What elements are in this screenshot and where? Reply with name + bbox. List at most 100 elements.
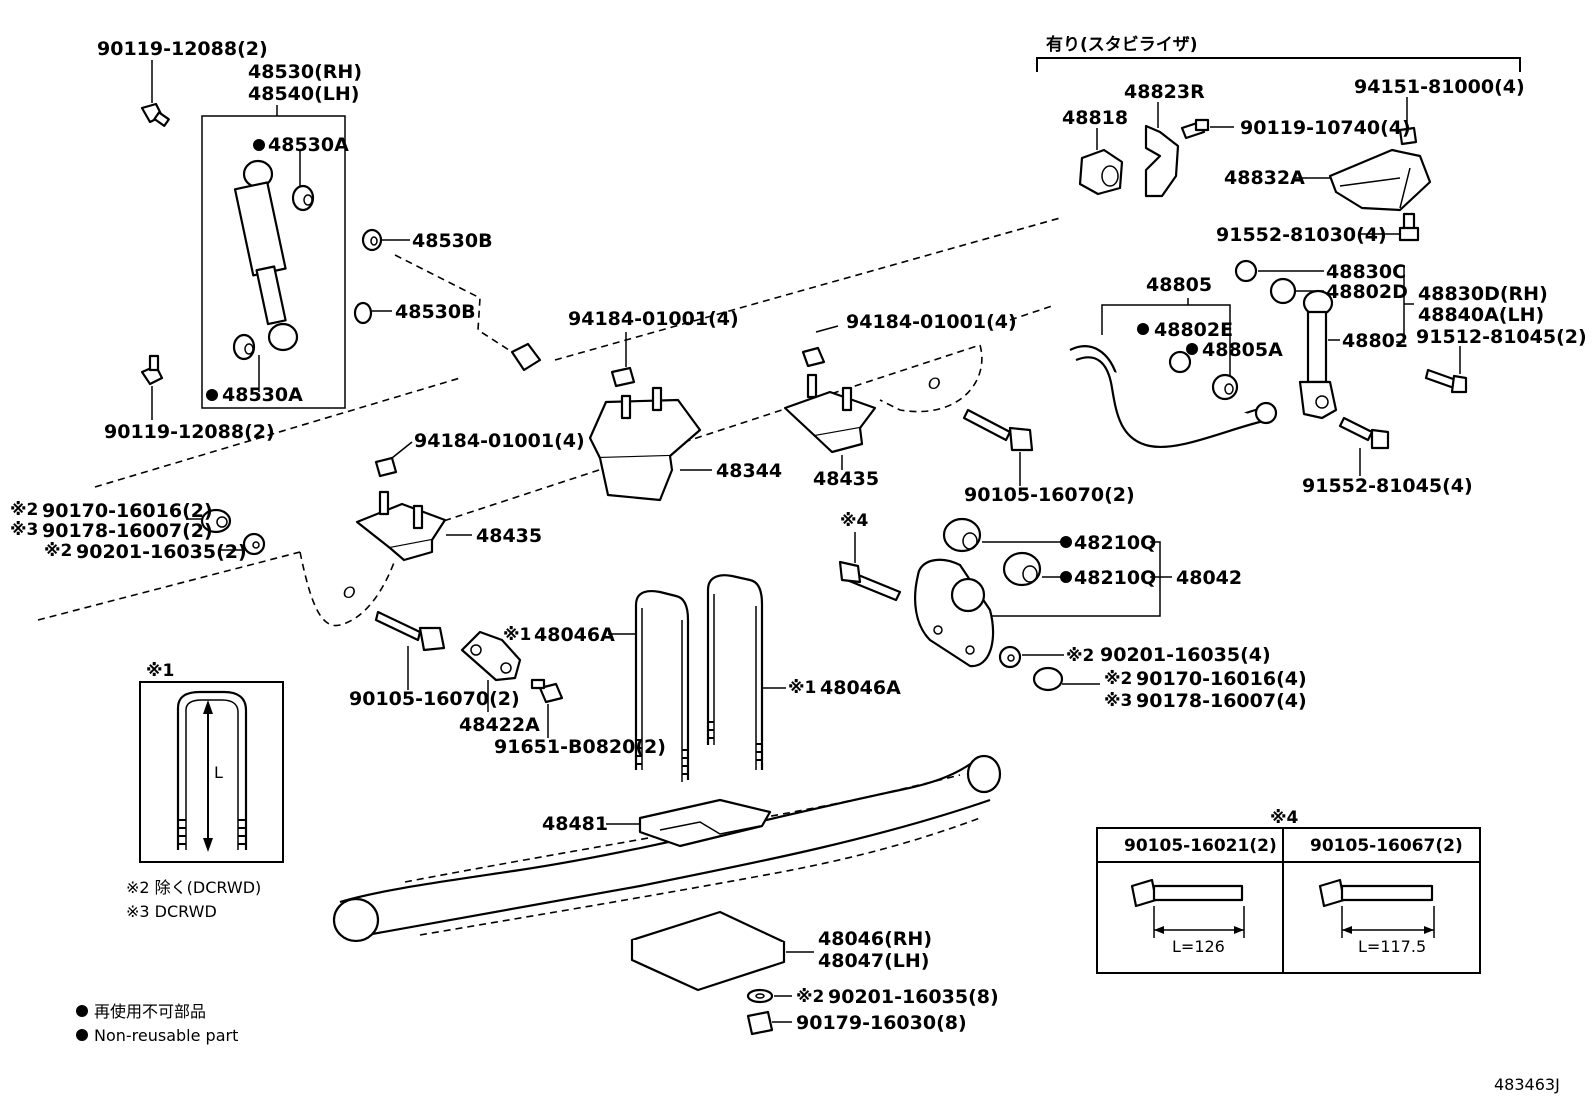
bushing-90170-right[interactable] [1032, 666, 1064, 692]
label-48805a: 48805A [1202, 339, 1283, 361]
inset-x4-table: ※4 90105-16021(2) 90105-16067(2) L=126 L… [1096, 808, 1481, 974]
bolt-90105-16067[interactable] [1318, 878, 1434, 908]
label-94184-b: 94184-01001(4) [846, 311, 1017, 333]
washer-48530b-2[interactable] [353, 301, 373, 325]
legend-dot-en [76, 1029, 88, 1041]
label-48042: 48042 [1176, 567, 1242, 589]
inset-x1: ※1 L [139, 661, 284, 863]
washer-90201-8[interactable] [746, 988, 774, 1004]
mark-x1-a: ※1 [503, 625, 531, 645]
label-91552-81045: 91552-81045(4) [1302, 475, 1473, 497]
inset-x4-title: ※4 [1270, 808, 1299, 828]
collar-48530b[interactable] [510, 342, 542, 372]
inset-x1-title: ※1 [146, 661, 174, 681]
label-48830c: 48830C [1326, 261, 1406, 283]
label-90170-4: 90170-16016(4) [1136, 668, 1307, 690]
bushing-48530a-top[interactable] [291, 184, 315, 212]
label-94184-a: 94184-01001(4) [568, 308, 739, 330]
plate-48046[interactable] [630, 910, 786, 992]
bushing-48802d[interactable] [1269, 277, 1297, 305]
label-48435-right: 48435 [813, 468, 879, 490]
mark-x2-b: ※2 [44, 541, 72, 561]
u-bolt-48046a-right[interactable] [706, 574, 764, 770]
label-90170-a: 90170-16016(2) [42, 500, 213, 522]
mark-x2-d: ※2 [1066, 646, 1094, 666]
label-48802d: 48802D [1326, 281, 1408, 303]
bracket-48823r[interactable] [1144, 124, 1180, 198]
bracket-48832a[interactable] [1328, 148, 1432, 212]
mark-x1-b: ※1 [788, 678, 816, 698]
notes: ※2 除く(DCRWD) ※3 DCRWD [126, 878, 261, 921]
bumper-48344[interactable] [588, 386, 702, 502]
nut-94184-c[interactable] [374, 456, 398, 478]
bolt-91552-81030[interactable] [1398, 212, 1420, 242]
label-48540-lh: 48540(LH) [248, 83, 359, 105]
bushing-48210q-1[interactable] [942, 517, 982, 553]
bushing-90170-left[interactable] [200, 508, 232, 534]
label-48046a-2: 48046A [820, 677, 901, 699]
label-90119-12088-bottom: 90119-12088(2) [104, 421, 275, 443]
leaf-spring[interactable] [332, 754, 1002, 943]
label-48210q-1: 48210Q [1074, 532, 1156, 554]
shackle-group [838, 408, 1172, 692]
inset-x1-dim: L [214, 763, 223, 782]
plate-48422a[interactable] [460, 630, 522, 682]
bolt-91651-b0820[interactable] [530, 678, 564, 704]
shock-absorber-48530[interactable] [233, 159, 299, 352]
nut-94151[interactable] [1398, 126, 1418, 146]
mark-x2-a: ※2 [10, 500, 38, 520]
bushing-48818[interactable] [1078, 148, 1124, 196]
bushing-48802e[interactable] [1168, 350, 1192, 374]
washer-48530b-1[interactable] [361, 228, 383, 252]
bolt-x4[interactable] [838, 560, 902, 602]
inset-x4-col1-len: L=126 [1172, 937, 1225, 956]
bushing-48830c[interactable] [1234, 259, 1258, 283]
seat-48481[interactable] [638, 798, 772, 848]
label-48802e: 48802E [1154, 319, 1233, 341]
bushing-48530a-bottom[interactable] [232, 333, 256, 361]
bolt-90119-12088-top[interactable] [140, 102, 170, 127]
bolt-90105-16070-left[interactable] [374, 610, 446, 652]
label-91552-81030: 91552-81030(4) [1216, 224, 1387, 246]
bolt-91512[interactable] [1424, 368, 1468, 394]
label-48435-left: 48435 [476, 525, 542, 547]
stabilizer-bar-48805[interactable] [1069, 345, 1278, 449]
stabilizer-group [1036, 57, 1521, 476]
note-x3: ※3 DCRWD [126, 902, 217, 921]
link-48802[interactable] [1298, 289, 1338, 420]
label-90201-8: 90201-16035(8) [828, 986, 999, 1008]
label-48210q-2: 48210Q [1074, 567, 1156, 589]
bolt-90119-12088-bottom[interactable] [140, 354, 164, 386]
bushing-48805a[interactable] [1211, 373, 1239, 401]
bolt-90105-16021[interactable] [1130, 878, 1244, 908]
legend: 再使用不可部品 Non-reusable part [76, 1002, 238, 1045]
inset-x4-col1-part: 90105-16021(2) [1124, 836, 1277, 856]
label-90178-a: 90178-16007(2) [42, 520, 213, 542]
u-bolt-48046a-left[interactable] [634, 589, 690, 782]
nut-94184-a[interactable] [610, 366, 636, 388]
part-labels: 90119-12088(2) 48530(RH) 48540(LH) 48530… [10, 34, 1587, 1034]
shackle-48042[interactable] [914, 558, 995, 668]
spacer-48435-left[interactable] [355, 490, 447, 562]
label-94184-c: 94184-01001(4) [414, 430, 585, 452]
nut-90179-8[interactable] [746, 1010, 774, 1036]
mark-x2-e: ※2 [1104, 669, 1132, 689]
bolt-90119-10740[interactable] [1180, 118, 1210, 140]
inset-x4-col2-len: L=117.5 [1358, 937, 1426, 956]
legend-ja: 再使用不可部品 [94, 1002, 206, 1021]
label-90105-16070-right: 90105-16070(2) [964, 484, 1135, 506]
bolt-90105-16070-right[interactable] [962, 408, 1034, 452]
label-48530b-2: 48530B [395, 301, 476, 323]
shock-absorber-group [140, 60, 542, 420]
mark-x3-a: ※3 [10, 520, 38, 540]
label-90179: 90179-16030(8) [796, 1012, 967, 1034]
spacer-48435-right[interactable] [783, 373, 877, 454]
label-48805: 48805 [1146, 274, 1212, 296]
bushing-48210q-2[interactable] [1002, 551, 1042, 587]
washer-90201-left[interactable] [242, 532, 266, 556]
nut-94184-b[interactable] [801, 346, 826, 368]
bolt-91552-81045[interactable] [1338, 416, 1390, 450]
label-91512: 91512-81045(2) [1416, 326, 1587, 348]
washer-90201-4[interactable] [998, 645, 1022, 669]
label-48530-rh: 48530(RH) [248, 61, 362, 83]
